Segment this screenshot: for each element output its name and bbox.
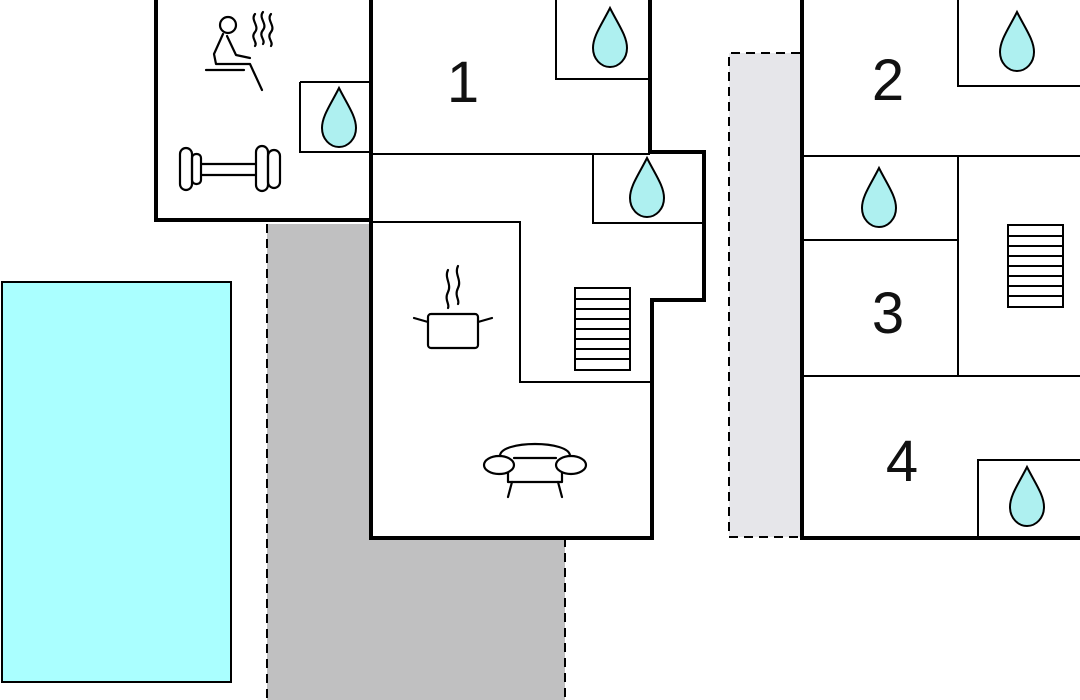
walkway-dashed-edge — [728, 52, 800, 538]
water-drop-icon — [591, 5, 629, 69]
water-drop-icon — [998, 9, 1036, 73]
water-drop-icon — [860, 165, 898, 229]
sofa-icon — [482, 442, 588, 499]
room-1-label: 1 — [447, 50, 479, 115]
right-building-outline — [800, 0, 1080, 540]
staircase-icon — [574, 287, 631, 371]
cooking-pot-icon — [412, 264, 494, 350]
terrace — [267, 224, 565, 700]
main-building-outline — [369, 0, 706, 540]
water-drop-icon — [1008, 464, 1046, 528]
walkway — [729, 53, 800, 537]
swimming-pool — [1, 281, 232, 683]
water-drop-icon — [628, 155, 666, 219]
terrace-dashed-edge — [266, 224, 566, 700]
room-2-label: 2 — [872, 48, 904, 113]
interior-walls — [299, 0, 1080, 537]
wellness-room — [154, 0, 371, 222]
staircase-icon — [1007, 224, 1064, 308]
room-3-label: 3 — [872, 281, 904, 346]
dumbbell-icon — [178, 144, 282, 193]
sauna-icon — [204, 10, 274, 92]
water-drop-icon — [320, 85, 358, 149]
room-4-label: 4 — [886, 429, 918, 494]
